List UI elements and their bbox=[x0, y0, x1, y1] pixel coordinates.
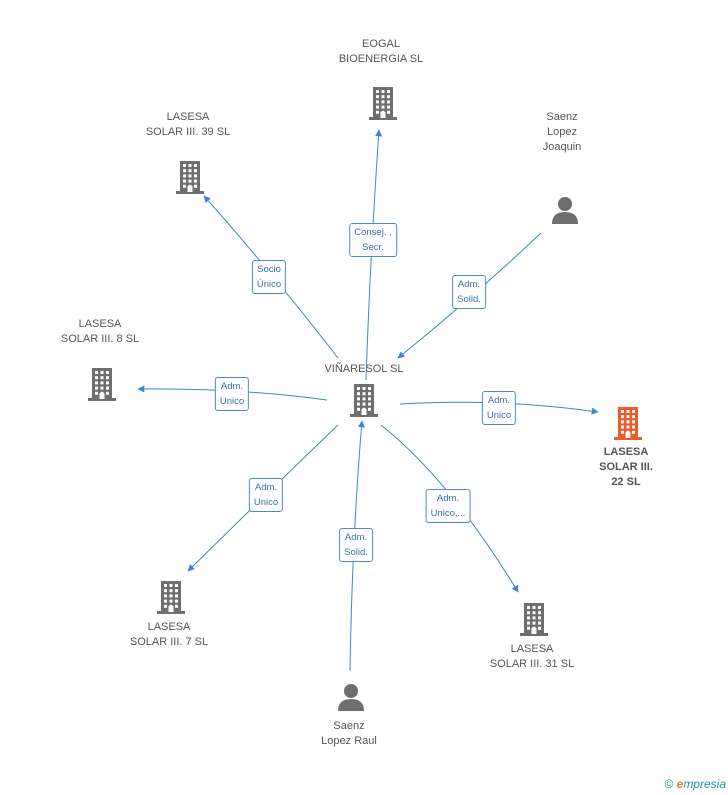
node-label-line: LASESA bbox=[603, 446, 649, 458]
edge-label-line: Adm. bbox=[344, 532, 368, 543]
node-label-l22[interactable]: LASESA SOLAR III. 22 SL bbox=[599, 445, 653, 490]
node-label-line: SOLAR III. 7 SL bbox=[129, 636, 209, 648]
edge-label-center-to-l22[interactable]: Adm. Unico bbox=[481, 391, 517, 425]
edge-label-line: Solid. bbox=[457, 294, 481, 305]
node-label-eogal[interactable]: EOGAL BIOENERGIA SL bbox=[339, 37, 423, 67]
brand-logo-e: e bbox=[676, 777, 684, 791]
edge-label-line: Adm. bbox=[436, 493, 460, 504]
person-icon-raul[interactable] bbox=[336, 682, 366, 717]
node-label-line: Lopez Raul bbox=[321, 735, 377, 747]
node-label-line: LASESA bbox=[78, 318, 122, 330]
building-icon-l8[interactable] bbox=[86, 367, 118, 406]
building-icon-l22[interactable] bbox=[612, 406, 644, 445]
node-label-line: LASESA bbox=[166, 111, 210, 123]
edge-label-center-to-l31[interactable]: Adm. Unico,... bbox=[425, 489, 471, 523]
edge-label-line: Consej. , bbox=[354, 227, 392, 238]
node-label-l31[interactable]: LASESA SOLAR III. 31 SL bbox=[490, 642, 574, 672]
edge-label-line: Solid. bbox=[344, 547, 368, 558]
edge-label-center-to-l7[interactable]: Adm. Unico bbox=[248, 478, 284, 512]
edge-center-to-eogal bbox=[365, 129, 383, 381]
edge-label-line: Adm. bbox=[457, 279, 481, 290]
edge-label-line: Unico bbox=[253, 497, 279, 508]
copyright-symbol: © bbox=[664, 777, 674, 791]
edge-label-line: Único bbox=[256, 279, 282, 290]
node-label-l8[interactable]: LASESA SOLAR III. 8 SL bbox=[61, 317, 139, 347]
node-label-line: Joaquin bbox=[542, 141, 582, 153]
building-icon-l39[interactable] bbox=[174, 160, 206, 199]
person-icon-joaquin[interactable] bbox=[550, 195, 580, 230]
node-label-line: VIÑARESOL SL bbox=[324, 363, 404, 375]
node-label-line: 22 SL bbox=[611, 476, 641, 488]
edge-label-line: Secr. bbox=[362, 242, 384, 253]
edge-label-raul-to-center[interactable]: Adm. Solid. bbox=[339, 528, 373, 562]
node-label-line: EOGAL bbox=[362, 38, 400, 50]
node-label-line: LASESA bbox=[510, 643, 554, 655]
node-label-line: BIOENERGIA SL bbox=[338, 53, 424, 65]
node-label-line: SOLAR III. bbox=[599, 461, 653, 473]
edge-label-center-to-l8[interactable]: Adm. Unico bbox=[214, 377, 250, 411]
node-label-line: Saenz bbox=[546, 111, 578, 123]
node-label-l7[interactable]: LASESA SOLAR III. 7 SL bbox=[130, 620, 208, 650]
node-label-l39[interactable]: LASESA SOLAR III. 39 SL bbox=[146, 110, 230, 140]
edge-label-center-to-eogal[interactable]: Consej. , Secr. bbox=[349, 223, 397, 257]
building-icon-center[interactable] bbox=[348, 383, 380, 422]
node-label-line: SOLAR III. 31 SL bbox=[489, 658, 575, 670]
node-label-center[interactable]: VIÑARESOL SL bbox=[324, 362, 403, 377]
footer-brand[interactable]: © empresia bbox=[664, 777, 726, 791]
building-icon-l31[interactable] bbox=[518, 602, 550, 641]
node-label-line: Lopez bbox=[547, 126, 577, 138]
node-label-line: LASESA bbox=[147, 621, 191, 633]
building-icon-l7[interactable] bbox=[155, 580, 187, 619]
edge-label-line: Adm. bbox=[487, 395, 511, 406]
node-label-line: SOLAR III. 8 SL bbox=[60, 333, 140, 345]
edge-label-line: Unico bbox=[219, 396, 245, 407]
edge-label-line: Adm. bbox=[220, 381, 244, 392]
node-label-line: SOLAR III. 39 SL bbox=[145, 126, 231, 138]
node-label-line: Saenz bbox=[333, 720, 365, 732]
edge-label-joaquin-to-center[interactable]: Adm. Solid. bbox=[452, 275, 486, 309]
edge-label-line: Socio bbox=[257, 264, 281, 275]
brand-name: mpresia bbox=[683, 777, 726, 791]
edge-label-line: Adm. bbox=[254, 482, 278, 493]
edge-label-line: Unico,... bbox=[430, 508, 466, 519]
edge-label-line: Unico bbox=[486, 410, 512, 421]
building-icon-eogal[interactable] bbox=[367, 86, 399, 125]
